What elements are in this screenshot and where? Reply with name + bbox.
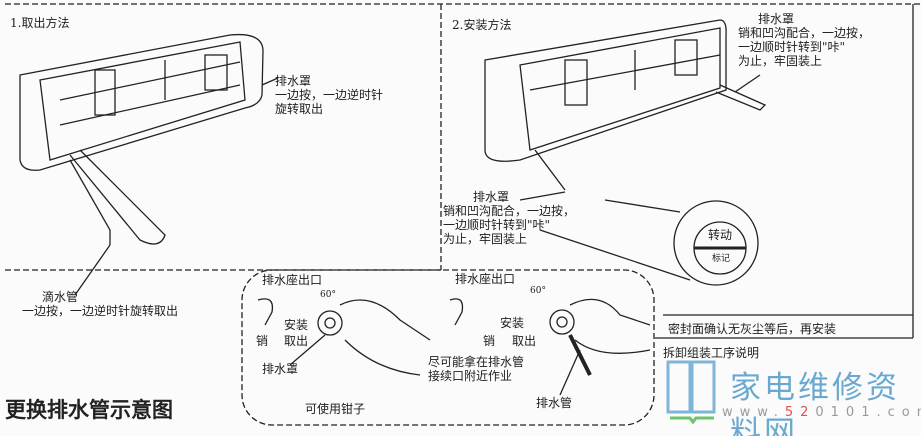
- cover-left: 排水罩: [262, 362, 299, 376]
- url-rest: 0101.com: [815, 405, 921, 420]
- hand-sketch-right: [449, 298, 651, 396]
- pliers-tip: 可使用钳子: [305, 402, 366, 416]
- section2-heading: 2.安装方法: [452, 18, 512, 32]
- detail-magnifier-circle: [673, 200, 759, 286]
- logo-text: 家电维修资料网: [730, 370, 900, 436]
- url-red: 52: [784, 405, 816, 420]
- remove-left: 取出: [284, 334, 309, 348]
- ac-unit-2: [484, 19, 913, 316]
- label-line: 一边顺时针转到"咔": [738, 40, 846, 54]
- label-line: 排水罩: [473, 190, 510, 204]
- outlet-label-left: 排水座出口: [262, 273, 323, 287]
- label-line: 尽可能拿在排水管: [428, 355, 525, 369]
- angle-right: 60°: [530, 286, 546, 296]
- label-line: 销和凹沟配合，一边按，: [443, 204, 576, 218]
- install-right: 安装: [500, 316, 525, 330]
- pin-left: 销: [256, 334, 269, 348]
- section1-heading: 1.取出方法: [10, 16, 70, 30]
- install-left: 安装: [284, 318, 309, 332]
- cover-label-top: 排水罩 销和凹沟配合，一边按， 一边顺时针转到"咔" 为止，牢固装上: [738, 12, 870, 68]
- url-prefix: www.: [722, 405, 785, 420]
- angle-left: 60°: [320, 290, 336, 300]
- label-line: 一边顺时针转到"咔": [443, 218, 551, 232]
- detail-box-border: [241, 269, 655, 426]
- label-line: 为止，牢固装上: [738, 54, 823, 68]
- hand-sketch-left: [257, 298, 431, 376]
- label-line: 为止，牢固装上: [443, 232, 528, 246]
- label-line: 排水罩: [275, 74, 312, 88]
- label-line: 一边按，一边逆时针旋转取出: [22, 304, 179, 318]
- label-line: 旋转取出: [275, 102, 324, 116]
- logo-url: www.520101.com: [722, 405, 921, 420]
- detail-mark-bottom: 标记: [712, 254, 731, 264]
- cover-label-bottom: 排水罩 销和凹沟配合，一边按， 一边顺时针转到"咔" 为止，牢固装上: [443, 190, 575, 246]
- hint: 尽可能拿在排水管 接续口附近作业: [428, 355, 524, 383]
- pin-right: 销: [483, 334, 496, 348]
- detail-mark-top: 转动: [708, 228, 733, 242]
- caption: 拆卸组装工序说明: [663, 346, 760, 360]
- label-line: 一边按，一边逆时针: [275, 88, 384, 102]
- pipe-label: 排水管: [536, 396, 573, 410]
- outlet-label-right: 排水座出口: [455, 272, 516, 286]
- cover-label-1: 排水罩 一边按，一边逆时针 旋转取出: [275, 74, 383, 116]
- label-line: 接续口附近作业: [428, 369, 513, 383]
- remove-right: 取出: [512, 334, 537, 348]
- ac-unit-1: [19, 33, 279, 296]
- label-line: 销和凹沟配合，一边按，: [738, 26, 871, 40]
- label-line: 排水罩: [758, 12, 795, 26]
- logo-icon: [666, 360, 716, 425]
- page-title: 更换排水管示意图: [5, 398, 173, 422]
- hose-label: 滴水管 一边按，一边逆时针旋转取出: [22, 290, 178, 318]
- label-line: 滴水管: [42, 290, 79, 304]
- note: 密封面确认无灰尘等后，再安装: [668, 322, 837, 336]
